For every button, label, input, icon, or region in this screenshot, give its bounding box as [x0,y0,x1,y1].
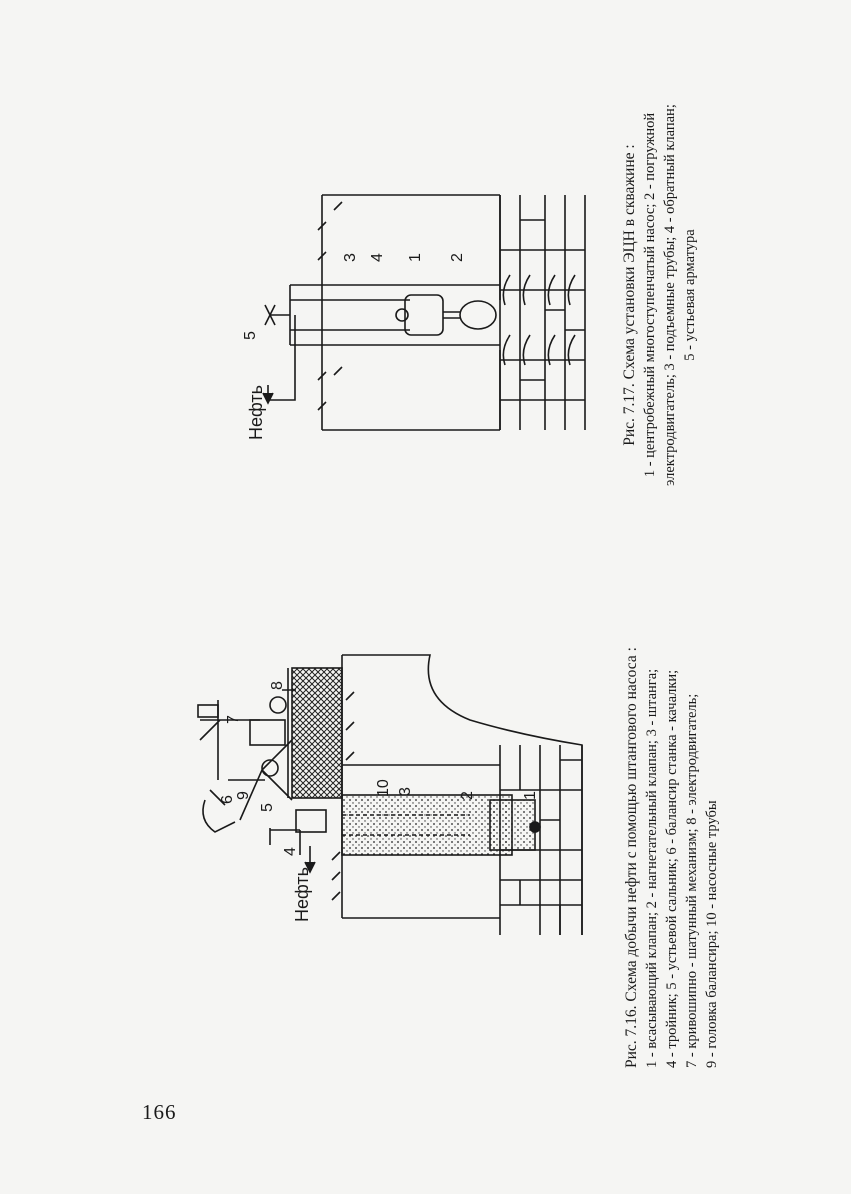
label-9: 9 [235,791,252,800]
label-5-esp: 5 [242,331,259,340]
oil-label-716: Нефть [292,867,312,922]
oil-label-717: Нефть [246,385,266,440]
label-8: 8 [269,681,286,690]
label-6: 6 [219,795,236,804]
label-5: 5 [259,803,276,812]
label-3: 3 [397,787,414,796]
label-10: 10 [375,779,392,797]
page-number: 166 [142,1100,177,1124]
label-3-esp: 3 [342,253,359,262]
label-4: 4 [282,847,299,856]
label-1: 1 [522,791,539,800]
label-7: 7 [225,715,242,724]
label-1-esp: 1 [407,253,424,262]
label-2: 2 [459,791,476,800]
label-2-esp: 2 [449,253,466,262]
label-4-esp: 4 [369,253,386,262]
